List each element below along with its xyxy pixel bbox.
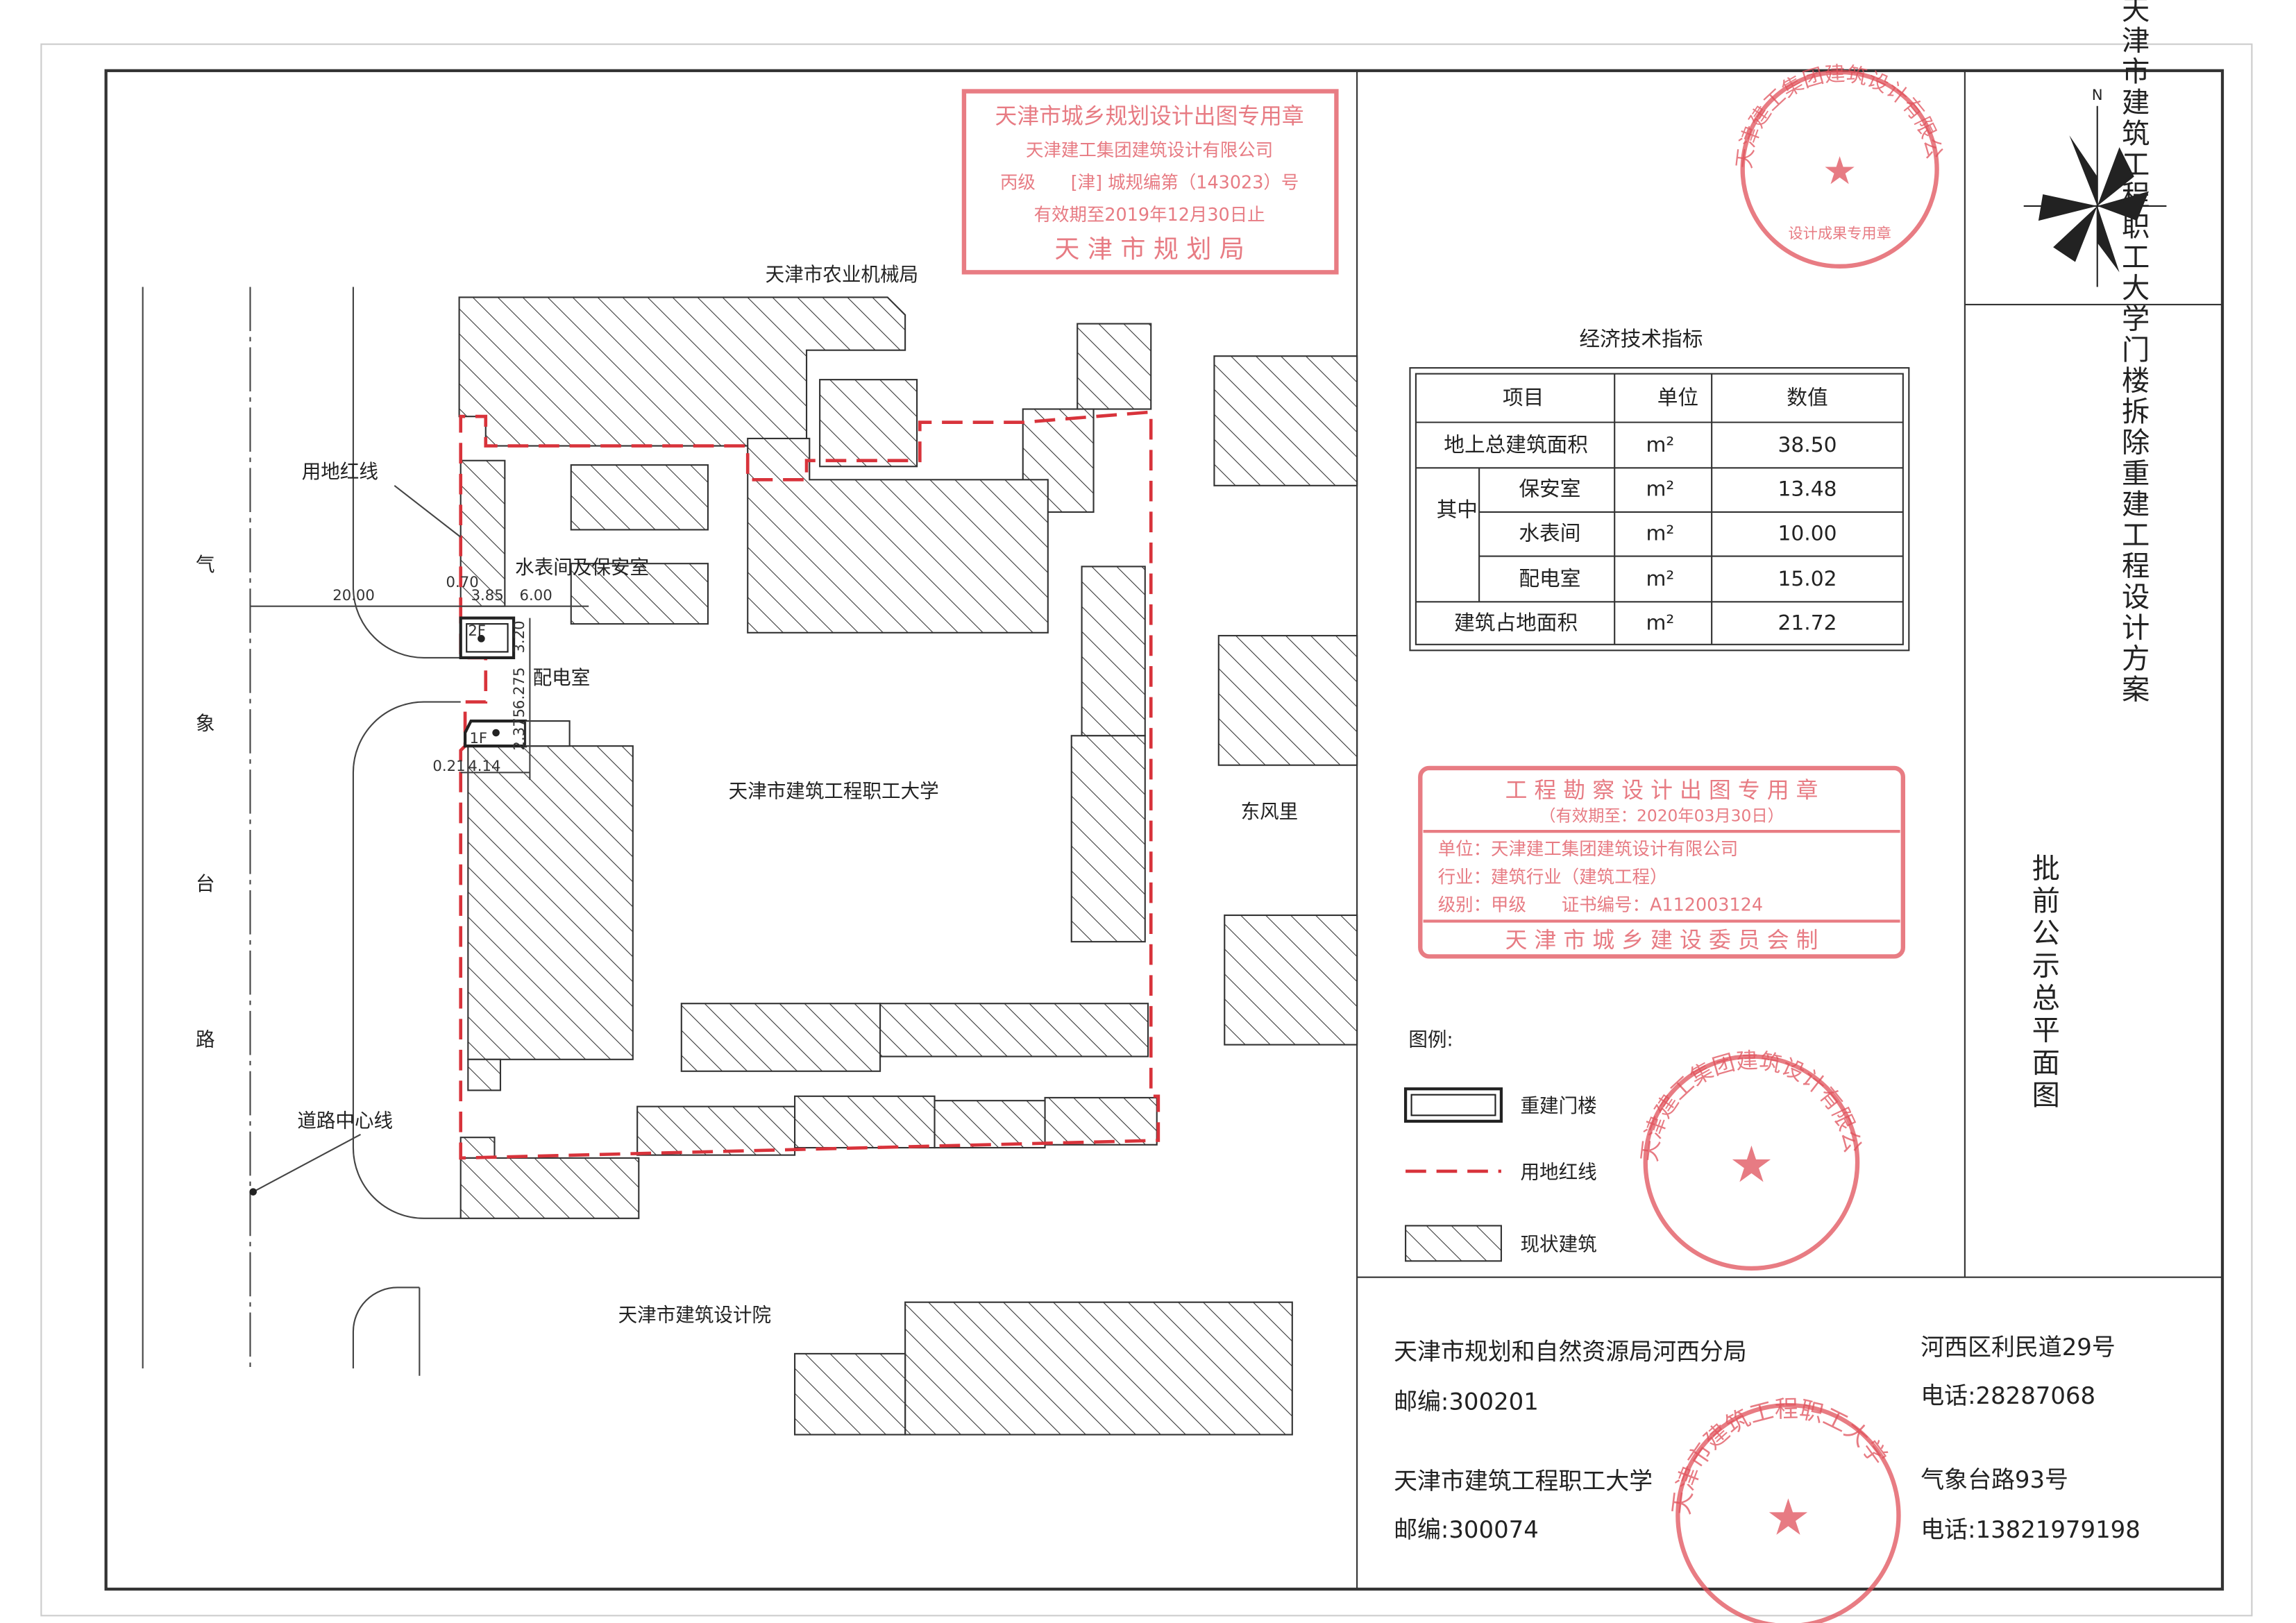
map-labels: 天津市农业机械局 用地红线 水表间及保安室 配电室 天津市建筑工程职工大学 东风… [249, 264, 1298, 1326]
dimension-labels: 20.00 0.70 3.85 6.00 3.20 6.275 2.375 0.… [332, 573, 552, 774]
survey-stamp: 工 程 勘 察 设 计 出 图 专 用 章 （有效期至：2020年03月30日）… [1418, 765, 1906, 959]
svg-text:丙级 [津] 城规编第（143023）号: 丙级 [津] 城规编第（143023）号 [1000, 171, 1299, 192]
svg-text:天津建工集团建筑设计有限公司: 天津建工集团建筑设计有限公司 [1026, 139, 1273, 160]
header-item: 项目 [1503, 385, 1544, 409]
svg-text:天津市建筑工程职工大学: 天津市建筑工程职工大学 [729, 780, 939, 802]
svg-text:配电室: 配电室 [533, 667, 591, 689]
contacts: 天津市规划和自然资源局河西分局 邮编:300201 河西区利民道29号 电话:2… [1394, 1334, 2141, 1543]
svg-text:用地红线: 用地红线 [1520, 1162, 1596, 1184]
svg-text:m²: m² [1646, 477, 1675, 501]
svg-text:13.48: 13.48 [1778, 477, 1837, 501]
svg-text:邮编:300201: 邮编:300201 [1394, 1388, 1539, 1415]
header-unit: 单位 [1657, 385, 1698, 409]
svg-text:东风里: 东风里 [1241, 801, 1299, 823]
svg-text:气: 气 [196, 554, 215, 576]
svg-text:★: ★ [1729, 1136, 1774, 1194]
svg-text:现状建筑: 现状建筑 [1520, 1233, 1596, 1255]
seal-design-company: 天津建工集团建筑设计有限公司 ★ 设计成果专用章 [0, 0, 1947, 269]
site-redline [459, 410, 1160, 1160]
svg-text:建筑占地面积: 建筑占地面积 [1454, 611, 1578, 635]
svg-text:3.20: 3.20 [510, 620, 527, 653]
drawing-title: 天津市建筑工程职工大学门楼拆除重建工程设计方案 [2117, 0, 2149, 706]
svg-text:天津市建筑设计院: 天津市建筑设计院 [618, 1304, 771, 1326]
legend: 图例: 重建门楼 用地红线 现状建筑 [1403, 1029, 1597, 1262]
svg-text:38.50: 38.50 [1778, 432, 1837, 457]
seal-company: 天津建工集团建筑设计有限公司 ★ [0, 0, 1866, 1271]
table-title: 经济技术指标 [1579, 326, 1703, 350]
svg-text:m²: m² [1646, 520, 1675, 545]
legend-building-swatch [1405, 1225, 1502, 1262]
svg-text:（有效期至：2020年03月30日）: （有效期至：2020年03月30日） [1539, 806, 1784, 825]
svg-text:m²: m² [1646, 611, 1675, 635]
svg-text:天津市规划和自然资源局河西分局: 天津市规划和自然资源局河西分局 [1394, 1338, 1747, 1365]
svg-text:道路中心线: 道路中心线 [297, 1110, 393, 1132]
svg-text:6.00: 6.00 [520, 586, 552, 604]
gate-building-upper: 2F [459, 616, 516, 660]
gate-building-lower: 1F [463, 719, 571, 748]
svg-text:21.72: 21.72 [1778, 611, 1837, 635]
svg-text:有效期至2019年12月30日止: 有效期至2019年12月30日止 [1034, 204, 1265, 225]
svg-text:水表间: 水表间 [1519, 520, 1580, 545]
drawing-subtitle: 批前公示总平面图 [2027, 853, 2059, 1112]
svg-text:气象台路93号: 气象台路93号 [1921, 1466, 2068, 1493]
svg-text:重建门楼: 重建门楼 [1520, 1095, 1596, 1117]
svg-text:0.21: 0.21 [432, 757, 465, 774]
header-value: 数值 [1787, 385, 1827, 409]
svg-text:电话:13821979198: 电话:13821979198 [1921, 1516, 2141, 1543]
svg-text:15.02: 15.02 [1778, 566, 1837, 590]
planning-stamp: 天津市城乡规划设计出图专用章 天津建工集团建筑设计有限公司 丙级 [津] 城规编… [961, 89, 1339, 275]
svg-text:m²: m² [1646, 566, 1675, 590]
svg-text:台: 台 [196, 873, 215, 895]
svg-text:天津市建筑工程职工大学: 天津市建筑工程职工大学 [1394, 1468, 1653, 1495]
svg-text:图例:: 图例: [1408, 1029, 1453, 1051]
legend-gate-swatch [1403, 1087, 1503, 1123]
road-name: 气 象 台 路 [196, 554, 215, 1051]
svg-text:1F: 1F [469, 729, 487, 747]
svg-text:配电室: 配电室 [1519, 566, 1580, 590]
svg-text:电话:28287068: 电话:28287068 [1921, 1382, 2095, 1409]
svg-text:20.00: 20.00 [332, 586, 375, 604]
svg-text:设计成果专用章: 设计成果专用章 [1788, 225, 1891, 242]
svg-text:象: 象 [196, 713, 215, 735]
svg-text:天津建工集团建筑设计有限公司: 天津建工集团建筑设计有限公司 [0, 0, 1947, 170]
svg-text:★: ★ [1823, 149, 1857, 194]
svg-text:3.85: 3.85 [471, 586, 504, 604]
svg-text:0.70: 0.70 [446, 573, 479, 590]
svg-text:路: 路 [196, 1029, 215, 1051]
svg-text:天 津 市 规 划 局: 天 津 市 规 划 局 [1054, 235, 1244, 264]
svg-text:天津市农业机械局: 天津市农业机械局 [766, 264, 918, 286]
north-label: N [2092, 86, 2103, 103]
existing-buildings [458, 296, 1358, 1436]
svg-text:天 津 市 城 乡 建 设 委 员 会 制: 天 津 市 城 乡 建 设 委 员 会 制 [1505, 928, 1818, 953]
svg-text:水表间及保安室: 水表间及保安室 [515, 556, 649, 579]
road-qixiangtai [142, 287, 461, 1376]
svg-text:★: ★ [1766, 1489, 1811, 1547]
svg-text:天津市城乡规划设计出图专用章: 天津市城乡规划设计出图专用章 [995, 103, 1304, 129]
svg-text:用地红线: 用地红线 [302, 461, 378, 483]
svg-text:6.275: 6.275 [510, 667, 527, 709]
svg-text:m²: m² [1646, 432, 1675, 457]
svg-text:2.375: 2.375 [510, 708, 527, 751]
svg-text:行业：建筑行业（建筑工程）: 行业：建筑行业（建筑工程） [1438, 866, 1668, 887]
group-label: 其中 [1437, 497, 1478, 521]
svg-text:工 程 勘 察 设 计 出 图 专 用 章: 工 程 勘 察 设 计 出 图 专 用 章 [1505, 777, 1818, 803]
svg-text:邮编:300074: 邮编:300074 [1394, 1516, 1539, 1543]
svg-text:级别：甲级 证书编号：A112003124: 级别：甲级 证书编号：A112003124 [1438, 894, 1763, 915]
drawing-frame [104, 69, 2225, 1591]
svg-text:河西区利民道29号: 河西区利民道29号 [1921, 1334, 2116, 1361]
svg-text:10.00: 10.00 [1778, 520, 1837, 545]
svg-text:4.14: 4.14 [468, 757, 500, 774]
dimension-lines [250, 605, 589, 780]
indicators-table: 经济技术指标 项目 单位 数值 地上总建筑面积 m² 38.50 其中 保安室 … [1409, 326, 1910, 652]
svg-text:地上总建筑面积: 地上总建筑面积 [1444, 432, 1588, 457]
svg-text:单位：天津建工集团建筑设计有限公司: 单位：天津建工集团建筑设计有限公司 [1438, 838, 1738, 859]
outer-paper-border [40, 43, 2253, 1617]
svg-text:2F: 2F [468, 622, 486, 639]
svg-text:保安室: 保安室 [1519, 477, 1580, 501]
